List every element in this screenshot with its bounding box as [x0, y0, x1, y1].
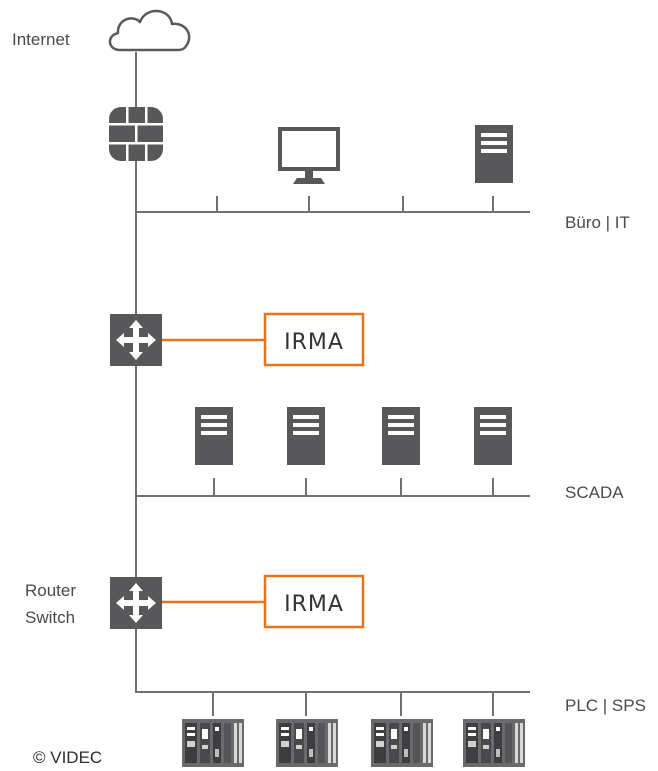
server-icon — [287, 407, 325, 465]
server-icon — [195, 407, 233, 465]
plc-rack-icon — [463, 719, 525, 767]
plc-rack-icon — [276, 719, 338, 767]
router-label: Router — [25, 581, 77, 600]
copyright-notice: © VIDEC — [33, 748, 103, 767]
switch-arrows-icon — [110, 577, 162, 629]
plc-rack-icon — [371, 719, 433, 767]
irma-label-lower: IRMA — [284, 592, 344, 617]
plc-drops — [212, 692, 494, 716]
switch-arrows-icon — [110, 314, 162, 366]
office-drops — [216, 196, 494, 212]
irma-label-upper: IRMA — [284, 330, 344, 355]
firewall-icon — [109, 107, 163, 161]
server-icon — [475, 125, 513, 183]
plc-rack-icon — [182, 719, 244, 767]
irma-box-lower: IRMA — [263, 574, 365, 629]
office-network-label: Büro | IT — [565, 213, 630, 232]
irma-box-upper: IRMA — [263, 312, 365, 367]
server-icon — [474, 407, 512, 465]
server-icon — [382, 407, 420, 465]
internet-label: Internet — [12, 30, 70, 49]
switch-label: Switch — [25, 608, 76, 627]
cloud-icon — [108, 9, 191, 52]
plc-network-label: PLC | SPS — [565, 696, 646, 715]
scada-network-label: SCADA — [565, 483, 624, 502]
monitor-icon — [278, 127, 340, 184]
scada-drops — [213, 478, 494, 496]
